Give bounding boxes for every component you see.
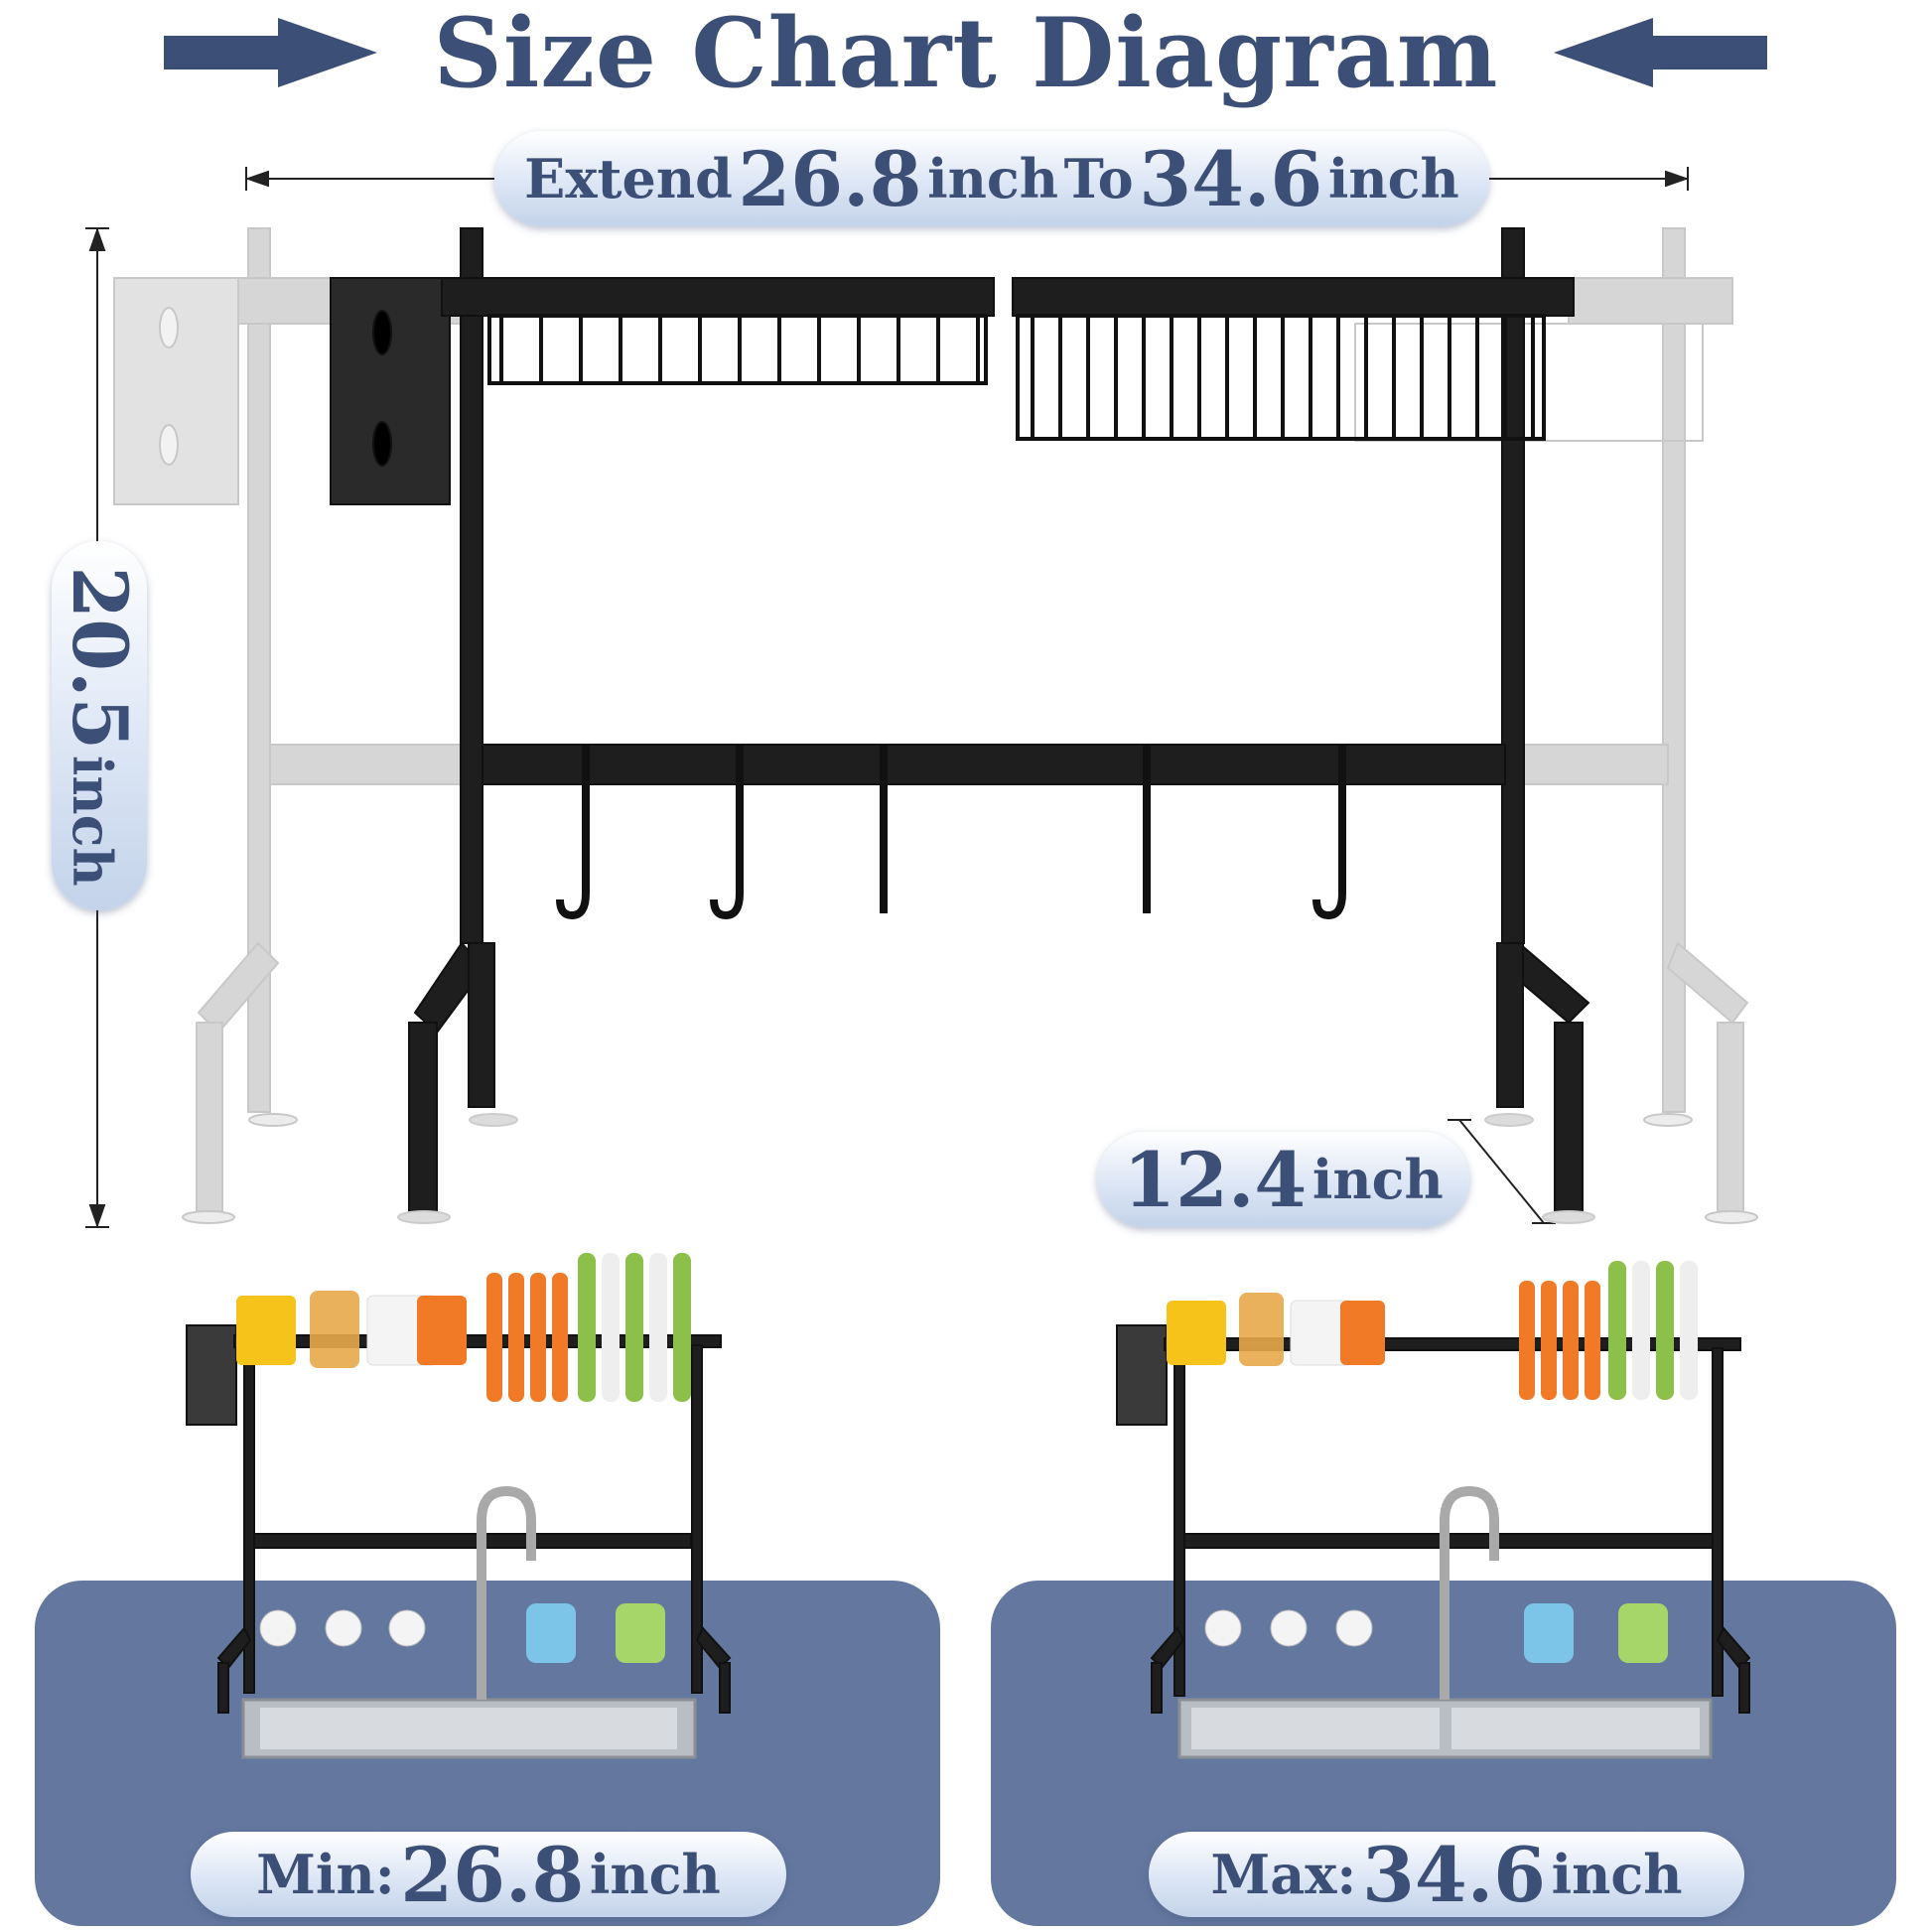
depth-dimension-line [1448, 1119, 1556, 1224]
right-arrow-icon [1554, 18, 1767, 87]
max-cups [1167, 1293, 1668, 1663]
max-label-pill: Max: 34.6 inch [1149, 1830, 1744, 1919]
max-rack-illustration [1116, 1261, 1751, 1759]
min-plates [486, 1253, 691, 1402]
depth-unit: inch [1311, 1148, 1444, 1211]
depth-label-pill: 12.4 inch [1097, 1132, 1469, 1227]
width-to: To [1063, 147, 1134, 210]
min-rack-illustration [186, 1253, 732, 1759]
width-unit-1: inch [927, 147, 1059, 210]
width-max-value: 34.6 [1139, 134, 1323, 223]
depth-value: 12.4 [1123, 1135, 1308, 1224]
basket-wires [499, 318, 1535, 437]
max-label: Max: [1210, 1843, 1357, 1906]
min-unit: inch [589, 1843, 721, 1906]
width-label-pill: Extend 26.8 inch To 34.6 inch [494, 131, 1489, 226]
min-value: 26.8 [400, 1830, 585, 1919]
min-label: Min: [256, 1843, 395, 1906]
width-min-value: 26.8 [738, 134, 922, 223]
left-arrow-icon [164, 18, 377, 87]
max-plates [1519, 1261, 1698, 1400]
min-label-pill: Min: 26.8 inch [191, 1830, 786, 1919]
max-unit: inch [1551, 1843, 1683, 1906]
rack-main [330, 227, 1595, 1224]
min-cups [236, 1291, 665, 1663]
height-label-pill: 20.5 inch [52, 541, 147, 910]
width-unit-2: inch [1327, 147, 1459, 210]
page-title: Size Chart Diagram [433, 0, 1499, 109]
width-prefix: Extend [524, 147, 733, 210]
max-value: 34.6 [1361, 1830, 1547, 1919]
extended-rack-ghost [113, 227, 1758, 1224]
